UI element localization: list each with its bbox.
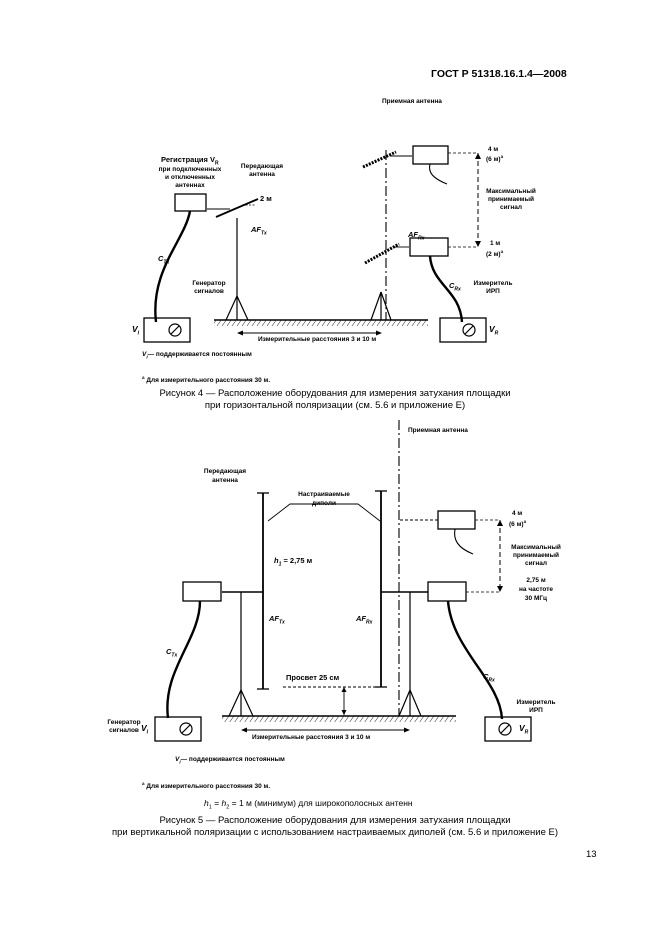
- fig5-vr-label: VR: [519, 723, 529, 736]
- fig4-receiver-box: [439, 317, 487, 343]
- fig5-receive-antenna-label: Приемная антенна: [408, 427, 468, 434]
- fig4-vi-constant-note: VI— поддерживается постоянным: [142, 351, 252, 360]
- fig4-max-signal-l3: сигнал: [500, 204, 522, 211]
- fig4-registration-label: Регистрация VR: [161, 155, 219, 167]
- fig5-tx-tripod: [228, 592, 254, 717]
- fig5-generator-box: [154, 716, 202, 742]
- fig4-ground-plane: [214, 319, 428, 326]
- fig5-generator-l2: сигналов: [109, 727, 139, 734]
- fig4-vr-label: VR: [489, 324, 499, 337]
- fig5-rx-box-upper: [437, 510, 476, 530]
- standard-header: ГОСТ Р 51318.16.1.4—2008: [431, 68, 567, 80]
- fig4-c-tx-label: CTx: [158, 254, 170, 266]
- fig5-clearance-label: Просвет 25 см: [286, 673, 340, 682]
- fig5-distance-label: Измерительные расстояния 3 и 10 м: [252, 734, 371, 741]
- fig5-receiver-l2: ИРП: [529, 707, 543, 714]
- fig5-receiver-l1: Измеритель: [516, 699, 556, 706]
- figure5-drawing: [154, 420, 532, 742]
- fig5-rx-cable-upper: [454, 528, 474, 555]
- fig4-registration-box: [174, 193, 207, 212]
- fig4-generator-l2: сигналов: [194, 288, 224, 295]
- fig4-tx-height-label: 2 м: [260, 194, 272, 203]
- fig5-tx-dipole: [222, 492, 269, 690]
- fig5-hmin-l2: на частоте: [518, 586, 554, 593]
- fig4-rx-antenna-upper: [362, 150, 412, 169]
- fig4-rx-antenna-lower: [364, 242, 409, 265]
- fig4-rx-tripod: [370, 291, 392, 321]
- fig5-transmit-antenna-l1: Передающая: [203, 468, 247, 475]
- fig4-receive-antenna-label: Приемная антенна: [382, 98, 442, 105]
- fig4-receiver-l1: Измеритель: [473, 280, 513, 287]
- figure4-drawing: [143, 145, 487, 343]
- fig4-distance-label: Измерительные расстояния 3 и 10 м: [258, 336, 377, 343]
- fig4-tx-antenna: [207, 198, 259, 218]
- figure4-caption-l2: при горизонтальной поляризации (см. 5.6 …: [204, 400, 466, 411]
- fig5-tunable-l1: Настраиваемые: [298, 491, 350, 498]
- fig4-af-rx-label: AFRx: [408, 230, 425, 242]
- page-number: 13: [586, 849, 597, 860]
- figure4-caption-l1: Рисунок 4 — Расположение оборудования дл…: [159, 388, 511, 399]
- fig4-vi-label: VI: [132, 324, 140, 337]
- fig5-distance-dimension: [241, 727, 410, 733]
- fig5-transmit-antenna-l2: антенна: [212, 477, 238, 484]
- fig5-tx-box: [182, 581, 222, 602]
- fig4-generator-l1: Генератор: [192, 280, 226, 287]
- fig4-tx-tripod: [225, 218, 249, 321]
- fig5-h1-label: h1 = 2,75 м: [274, 556, 313, 568]
- fig5-rx-tripod: [398, 592, 422, 717]
- fig5-tunable-bracket: [267, 503, 381, 522]
- fig5-c-rx-label: CRx: [483, 672, 495, 684]
- fig4-registration-l3: и отключенных: [165, 174, 215, 181]
- fig5-tunable-l2: диполи: [312, 500, 336, 507]
- fig5-ground-plane: [222, 715, 456, 722]
- fig5-rx-box: [427, 581, 467, 602]
- fig5-cable-rx: [446, 600, 504, 720]
- fig5-hmax-l1: 4 м: [512, 510, 523, 517]
- fig5-vi-constant-note: VI— поддерживается постоянным: [175, 756, 285, 765]
- fig4-hmax-l1: 4 м: [488, 146, 499, 153]
- fig4-c-rx-label: CRx: [449, 281, 461, 293]
- fig5-footnote: a Для измерительного расстояния 30 м.: [142, 781, 271, 791]
- fig5-max-signal-l2: принимаемый: [512, 552, 560, 559]
- fig4-hmin-l1: 1 м: [490, 240, 501, 247]
- fig4-transmit-antenna-l2: антенна: [249, 171, 275, 178]
- fig4-rx-cable-upper: [428, 163, 448, 185]
- fig4-af-tx-label: AFTx: [251, 225, 267, 237]
- fig5-h1-h2-note: h1 = h2 = 1 м (минимум) для широкополосн…: [204, 798, 413, 811]
- fig4-rx-box-upper: [412, 145, 449, 165]
- fig4-max-signal-l2: принимаемый: [487, 196, 535, 203]
- fig5-cable-tx: [166, 600, 202, 719]
- fig4-generator-box: [143, 317, 191, 343]
- fig4-cable-tx: [154, 210, 192, 323]
- fig5-clearance-dimension: [283, 686, 381, 715]
- fig4-distance-dimension: [237, 330, 382, 336]
- fig4-receiver-l2: ИРП: [486, 288, 500, 295]
- fig5-max-signal-l1: Максимальный: [511, 544, 561, 551]
- fig4-max-signal-l1: Максимальный: [486, 188, 536, 195]
- fig5-vi-label: VI: [141, 723, 149, 736]
- fig5-receiver-box: [484, 716, 532, 742]
- fig4-registration-l4: антеннах: [175, 182, 205, 189]
- fig4-hmax-l2: (6 м)a: [486, 154, 504, 164]
- fig5-af-tx-label: AFTx: [269, 614, 285, 626]
- figure5-caption-l2: при вертикальной поляризации с использов…: [112, 827, 558, 838]
- fig5-max-signal-l3: сигнал: [525, 560, 547, 567]
- fig5-hmin-l1: 2,75 м: [526, 577, 546, 584]
- fig5-af-rx-label: AFRx: [356, 614, 373, 626]
- fig5-hmax-l2: (6 м)a: [509, 519, 527, 529]
- fig4-cable-rx: [428, 255, 464, 323]
- fig4-hmin-l2: (2 м)a: [486, 249, 504, 259]
- fig5-hmin-l3: 30 МГц: [524, 595, 548, 602]
- fig4-footnote: a Для измерительного расстояния 30 м.: [142, 375, 271, 385]
- fig5-c-tx-label: CTx: [166, 647, 178, 659]
- figure5-caption-l1: Рисунок 5 — Расположение оборудования дл…: [159, 815, 511, 826]
- fig4-transmit-antenna-l1: Передающая: [240, 163, 284, 170]
- fig5-generator-l1: Генератор: [107, 719, 141, 726]
- fig4-registration-l2: при подключенных: [158, 166, 222, 173]
